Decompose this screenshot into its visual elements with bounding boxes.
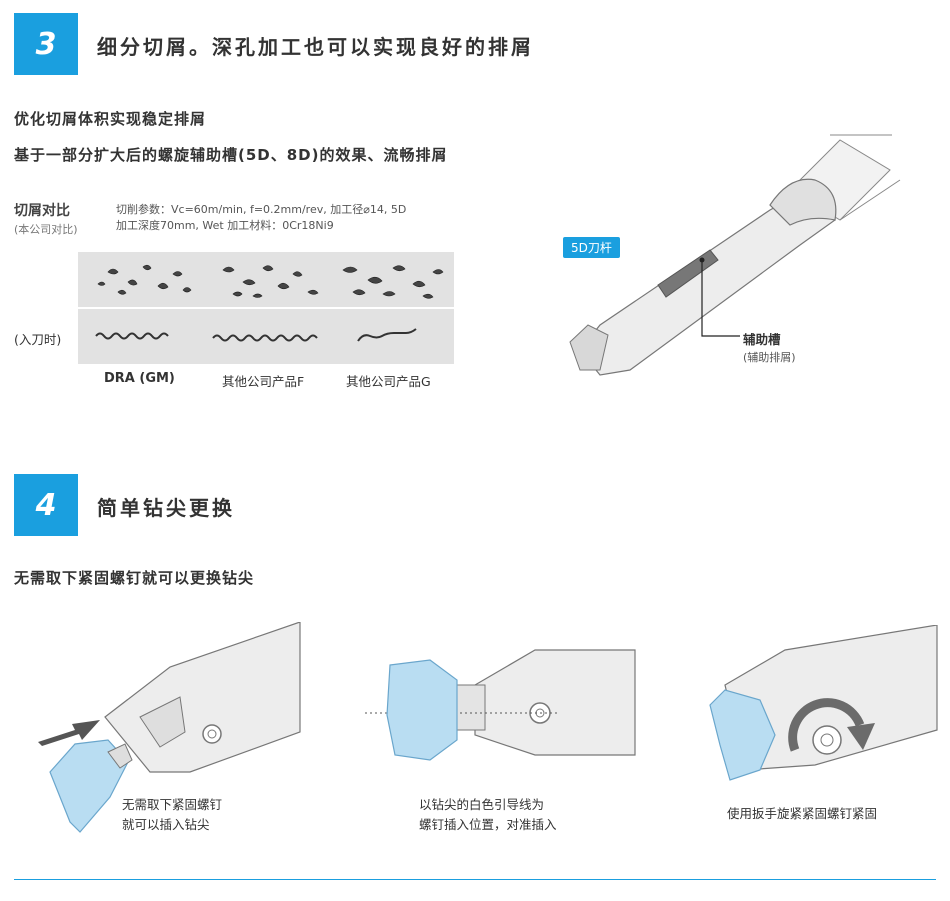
section-4-number: 4 (14, 474, 78, 536)
chip-photo-row-top (78, 252, 454, 307)
section-3-subtitle-2: 基于一部分扩大后的螺旋辅助槽(5D、8D)的效果、流畅排屑 (14, 146, 448, 164)
caption-2-line-1: 以钻尖的白色引导线为 (419, 797, 545, 812)
shank-badge: 5D刀杆 (563, 237, 620, 258)
cutting-params-line-1: 切削参数：Vc=60m/min, f=0.2mm/rev, 加工径⌀14, 5D (116, 203, 407, 216)
section-3-subtitle-1: 优化切屑体积实现稳定排屑 (14, 110, 207, 128)
chip-photo-row-entry (78, 309, 454, 364)
product-label-f: 其他公司产品F (222, 374, 305, 389)
section-3-title: 细分切屑。深孔加工也可以实现良好的排屑 (97, 35, 534, 59)
product-label-g: 其他公司产品G (346, 374, 431, 389)
caption-3-line-1: 使用扳手旋紧紧固螺钉紧固 (727, 806, 878, 821)
chip-photo-top (97, 264, 444, 299)
chip-compare-label: 切屑对比 (14, 203, 70, 219)
caption-1-line-2: 就可以插入钻尖 (122, 817, 210, 832)
caption-3: 使用扳手旋紧紧固螺钉紧固 (727, 804, 877, 824)
caption-1-line-1: 无需取下紧固螺钉 (122, 797, 223, 812)
entry-label: (入刀时) (14, 332, 62, 347)
product-label-dra: DRA (GM) (104, 371, 175, 386)
chip-compare-sub: (本公司对比) (14, 223, 78, 236)
section-4-subtitle: 无需取下紧固螺钉就可以更换钻尖 (14, 569, 255, 587)
caption-1: 无需取下紧固螺钉 就可以插入钻尖 (122, 795, 222, 835)
drill-5d-illustration (569, 134, 901, 376)
tighten-screw-illustration (709, 625, 938, 781)
align-tip-illustration (365, 649, 636, 761)
section-3-number: 3 (14, 13, 78, 75)
cutting-params-line-2: 加工深度70mm, Wet 加工材料：0Cr18Ni9 (116, 219, 334, 232)
caption-2-line-2: 螺钉插入位置，对准插入 (419, 817, 557, 832)
section-4-title: 简单钻尖更换 (97, 496, 235, 520)
groove-sub: (辅助排屑) (743, 351, 796, 364)
insert-tip-illustration (38, 622, 301, 833)
bottom-divider (14, 879, 936, 880)
groove-label: 辅助槽 (743, 332, 781, 347)
caption-2: 以钻尖的白色引导线为 螺钉插入位置，对准插入 (419, 795, 557, 835)
chip-photo-entry (95, 328, 417, 342)
